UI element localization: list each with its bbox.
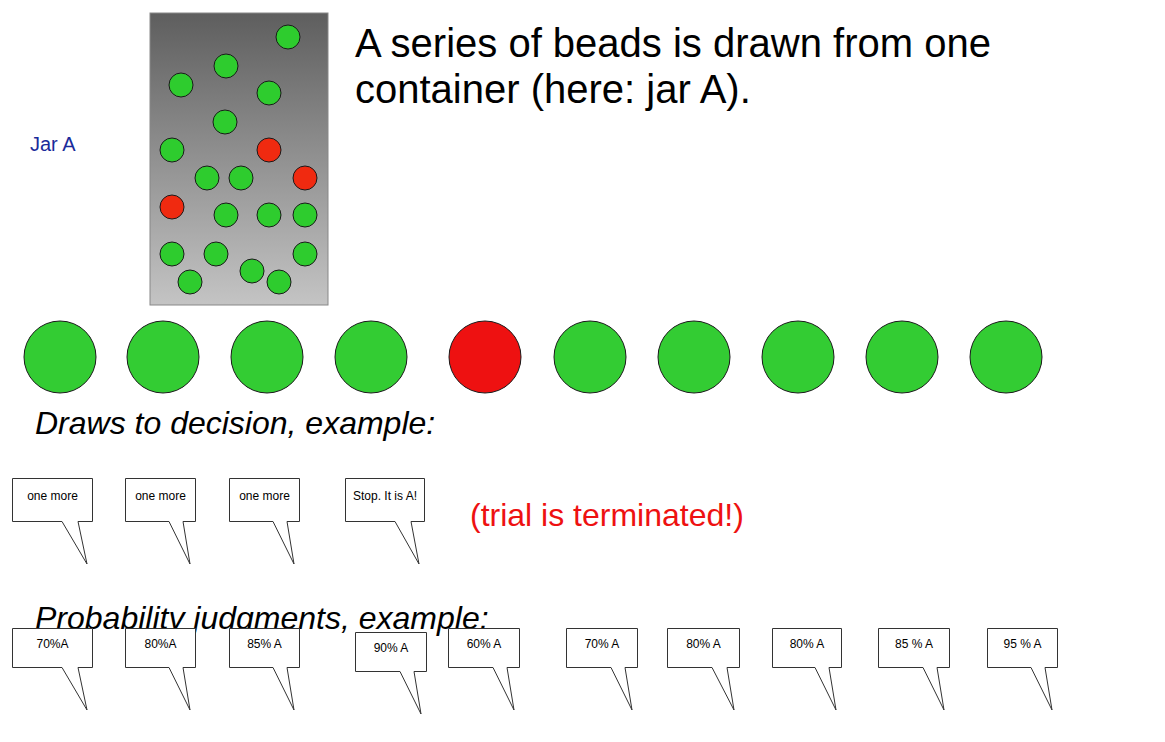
bubble-text: 60% A (448, 633, 520, 655)
bubble-shape (773, 629, 842, 711)
drawn-beads (24, 321, 1042, 393)
speech-bubble: one more (12, 478, 93, 566)
speech-bubble: 80%A (125, 628, 196, 712)
bubble-shape (449, 629, 520, 711)
bubble-text: one more (229, 485, 300, 507)
bubble-shape (346, 479, 425, 565)
speech-bubble: 85 % A (878, 628, 950, 712)
speech-bubble: 70%A (12, 628, 93, 712)
bubble-text: one more (125, 485, 196, 507)
speech-bubble: 60% A (448, 628, 520, 712)
bubble-text: 80% A (667, 633, 740, 655)
bubble-shape (230, 479, 300, 565)
bubble-shape (668, 629, 740, 711)
speech-bubble: one more (229, 478, 300, 566)
section-heading: Draws to decision, example: (35, 405, 435, 442)
bubble-text: 80% A (772, 633, 842, 655)
jar-label: Jar A (30, 133, 76, 156)
bubble-text: Stop. It is A! (345, 485, 425, 507)
bubble-shape (13, 629, 93, 711)
jar (150, 13, 328, 305)
speech-bubble: 85% A (229, 628, 300, 712)
bubble-shape (879, 629, 950, 711)
speech-bubble: 90% A (355, 632, 427, 716)
speech-bubble: 80% A (667, 628, 740, 712)
bubble-shape (356, 633, 427, 715)
jar-beads (160, 25, 317, 294)
bubble-text: 80%A (125, 633, 196, 655)
termination-note: (trial is terminated!) (470, 497, 744, 534)
speech-bubble: Stop. It is A! (345, 478, 425, 566)
bubble-shape (13, 479, 93, 565)
speech-bubble: 70% A (566, 628, 638, 712)
bubble-text: 95 % A (987, 633, 1058, 655)
bubble-shape (988, 629, 1058, 711)
bubble-text: 85% A (229, 633, 300, 655)
bubble-shape (230, 629, 300, 711)
bubble-text: 85 % A (878, 633, 950, 655)
bubble-text: 70%A (12, 633, 93, 655)
bubble-shape (126, 479, 196, 565)
bubble-text: one more (12, 485, 93, 507)
speech-bubble: one more (125, 478, 196, 566)
description-text: A series of beads is drawn from one cont… (355, 20, 1145, 112)
bubble-shape (567, 629, 638, 711)
bubble-text: 70% A (566, 633, 638, 655)
speech-bubble: 95 % A (987, 628, 1058, 712)
bubble-text: 90% A (355, 637, 427, 659)
bubble-shape (126, 629, 196, 711)
speech-bubble: 80% A (772, 628, 842, 712)
